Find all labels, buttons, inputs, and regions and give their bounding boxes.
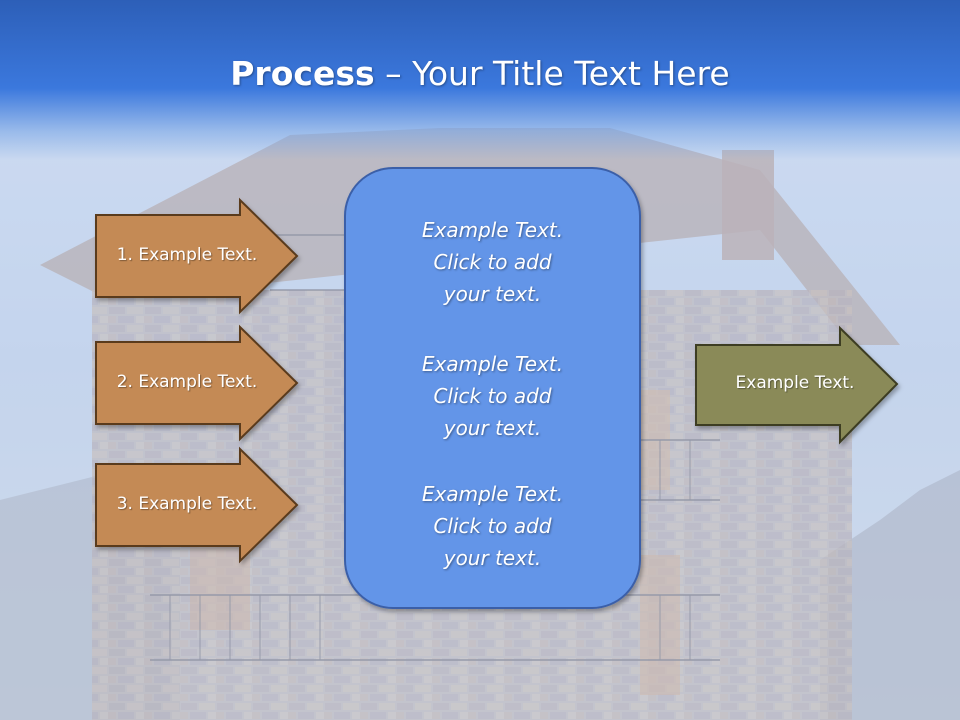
center-box: Example Text. Click to add your text. Ex… bbox=[345, 168, 640, 608]
title-rest: – Your Title Text Here bbox=[374, 54, 730, 93]
title-bold: Process bbox=[230, 54, 375, 93]
left-arrow-label-3: 3. Example Text. bbox=[116, 494, 258, 514]
center-text-line: Click to add bbox=[433, 250, 552, 274]
center-text-line: Click to add bbox=[433, 514, 552, 538]
center-text-line: Example Text. bbox=[421, 218, 564, 242]
center-text-line: Example Text. bbox=[421, 482, 564, 506]
center-text-line: your text. bbox=[443, 282, 542, 306]
title-band bbox=[0, 0, 960, 160]
center-text-block-3: Example Text. Click to add your text. bbox=[345, 478, 640, 574]
center-box-shape[interactable] bbox=[344, 167, 641, 609]
right-arrow[interactable] bbox=[695, 325, 899, 445]
left-arrow-label-1: 1. Example Text. bbox=[116, 245, 258, 265]
center-text-block-2: Example Text. Click to add your text. bbox=[345, 348, 640, 444]
left-arrow-1[interactable] bbox=[95, 197, 299, 315]
left-arrow-2[interactable] bbox=[95, 324, 299, 442]
center-text-line: your text. bbox=[443, 416, 542, 440]
left-arrow-3[interactable] bbox=[95, 446, 299, 564]
center-text-line: your text. bbox=[443, 546, 542, 570]
center-text-line: Click to add bbox=[433, 384, 552, 408]
center-text-block-1: Example Text. Click to add your text. bbox=[345, 214, 640, 310]
center-text-line: Example Text. bbox=[421, 352, 564, 376]
right-arrow-label: Example Text. bbox=[735, 373, 855, 393]
slide-title[interactable]: Process – Your Title Text Here bbox=[0, 54, 960, 93]
left-arrow-label-2: 2. Example Text. bbox=[116, 372, 258, 392]
